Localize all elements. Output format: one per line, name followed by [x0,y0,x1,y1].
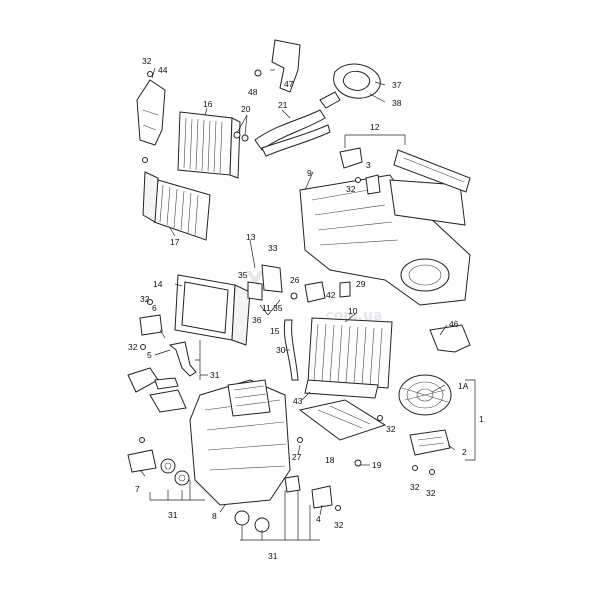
valve-26-42-drawing [290,281,351,303]
callout-31c: 31 [268,551,278,561]
housing-9-drawing [299,149,471,306]
hoses-5-drawing [127,341,197,413]
callout-48: 48 [248,87,258,97]
callout-6: 6 [152,303,157,313]
seal-37-38-drawing [333,63,381,99]
callout-32e: 32 [386,424,396,434]
callout-32c: 32 [140,294,150,304]
small-brackets-3-drawing [339,147,381,195]
bracket-44-drawing [136,79,166,146]
callout-8: 8 [212,511,217,521]
frame-14-drawing [174,274,251,346]
bracket-47-drawing [254,39,301,93]
blower-1A-drawing [398,374,452,416]
lower-housing-8-drawing [189,379,291,506]
callout-20: 20 [241,104,251,114]
callout-10: 10 [348,306,358,316]
callout-42: 42 [326,290,336,300]
actuator-7-drawing [127,449,270,533]
callout-37: 37 [392,80,402,90]
callout-3: 3 [366,160,371,170]
callout-14: 14 [153,279,163,289]
callout-38: 38 [392,98,402,108]
leader-lines [139,67,476,541]
callout-18: 18 [325,455,335,465]
duct-46-drawing [429,324,471,353]
callout-9: 9 [307,168,312,178]
callout-13: 13 [246,232,256,242]
callout-32: 32 [142,56,152,66]
heater-core-17-drawing [142,171,211,241]
callout-11: 11 [262,303,271,313]
actuator-6-drawing [139,314,163,336]
callout-17: 17 [170,237,180,247]
callout-35b: 35 [273,303,283,313]
callout-29: 29 [356,279,366,289]
callout-32d: 32 [128,342,138,352]
callout-33: 33 [268,243,278,253]
callout-2: 2 [462,447,467,457]
seal-33-drawing [247,264,283,301]
callout-32g: 32 [426,488,436,498]
callout-19: 19 [372,460,382,470]
pipe-assembly-21-drawing [233,91,341,157]
callout-labels: 32 44 16 20 21 47 48 37 38 12 9 3 32 17 … [128,56,484,561]
callout-26: 26 [290,275,300,285]
callout-36: 36 [252,315,262,325]
callout-31b: 31 [168,510,178,520]
callout-32f: 32 [410,482,420,492]
callout-31: 31 [210,370,220,380]
callout-15: 15 [270,326,280,336]
hose-30-drawing [283,319,299,381]
evaporator-16-drawing [177,111,241,179]
callout-21: 21 [278,100,288,110]
resistor-2-drawing [409,429,451,456]
screws-drawing [139,71,435,511]
callout-32h: 32 [334,520,344,530]
callout-35: 35 [238,270,248,280]
callout-46: 46 [449,319,459,329]
callout-27: 27 [292,452,302,462]
callout-4: 4 [316,514,321,524]
callout-32b: 32 [346,184,356,194]
plate-43-drawing [304,379,379,399]
callout-30: 30 [276,345,286,355]
callout-16: 16 [203,99,213,109]
callout-7: 7 [135,484,140,494]
filter-10-drawing [307,317,393,389]
callout-47: 47 [284,79,294,89]
callout-43: 43 [293,396,303,406]
callout-5: 5 [147,350,152,360]
plate-18-drawing [298,399,387,441]
callout-44: 44 [158,65,168,75]
callout-1: 1 [479,414,484,424]
callout-12: 12 [370,122,380,132]
callout-1A: 1A [458,381,469,391]
actuator-4-drawing [284,475,333,509]
